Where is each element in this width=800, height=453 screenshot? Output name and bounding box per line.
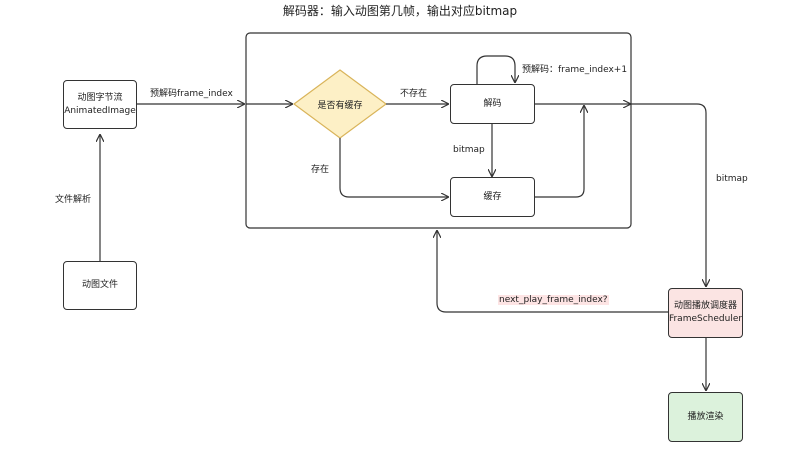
label-predecode-in: 预解码frame_index <box>150 89 233 99</box>
animated-image-node: 动图字节流 AnimatedImage <box>63 80 137 129</box>
frame-scheduler-node: 动图播放调度器 FrameScheduler <box>668 288 743 338</box>
render-label: 播放渲染 <box>687 411 724 422</box>
decode-node: 解码 <box>450 84 535 124</box>
cache-label: 缓存 <box>483 191 502 202</box>
frame-scheduler-label-en: FrameScheduler <box>668 314 743 324</box>
label-bitmap-out: bitmap <box>716 174 748 184</box>
label-bitmap-inner: bitmap <box>453 145 485 155</box>
label-file-parse: 文件解析 <box>55 195 92 205</box>
cache-node: 缓存 <box>450 177 535 217</box>
label-exist: 存在 <box>311 165 330 175</box>
edge-cache-out <box>535 106 584 198</box>
animated-image-label-en: AnimatedImage <box>64 105 136 116</box>
label-predecode-loop: 预解码：frame_index+1 <box>522 65 628 75</box>
edge-next-play <box>437 231 668 313</box>
anim-file-label: 动图文件 <box>81 280 118 290</box>
cache-check-label: 是否有缓存 <box>317 101 363 111</box>
edge-exist <box>339 138 448 197</box>
animated-image-label-cn: 动图字节流 <box>77 92 123 103</box>
label-next-play: next_play_frame_index? <box>498 295 609 305</box>
render-node: 播放渲染 <box>668 392 743 442</box>
decode-label: 解码 <box>483 98 502 109</box>
label-not-exist: 不存在 <box>400 89 428 99</box>
edge-bitmap-out <box>631 103 706 286</box>
diagram-title: 解码器：输入动图第几帧，输出对应bitmap <box>282 4 518 18</box>
anim-file-node: 动图文件 <box>63 261 137 310</box>
frame-scheduler-label-cn: 动图播放调度器 <box>673 301 737 311</box>
edge-predecode-loop <box>476 55 515 84</box>
decoder-container <box>245 32 632 229</box>
